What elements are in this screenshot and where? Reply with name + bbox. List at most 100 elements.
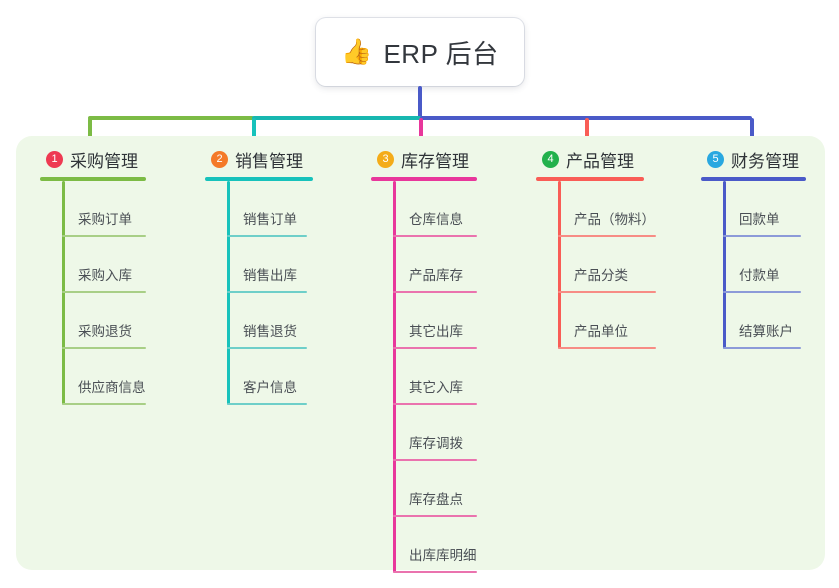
leaf-item[interactable]: 采购入库 bbox=[40, 237, 146, 293]
leaf-item-label: 仓库信息 bbox=[409, 212, 463, 227]
leaf-item-label: 供应商信息 bbox=[78, 380, 146, 395]
column-2: 2 销售管理销售订单销售出库销售退货客户信息 bbox=[205, 146, 313, 405]
column-4: 4 产品管理产品（物料） 产品分类产品单位 bbox=[536, 146, 656, 349]
leaf-item-underline bbox=[393, 291, 477, 293]
column-title-underline bbox=[701, 177, 806, 181]
leaf-item-label: 其它出库 bbox=[409, 324, 463, 339]
leaf-item-underline bbox=[62, 403, 146, 405]
column-1: 1 采购管理采购订单采购入库采购退货供应商信息 bbox=[40, 146, 146, 405]
leaf-item[interactable]: 出库库明细 bbox=[371, 517, 477, 573]
column-5: 5 财务管理回款单付款单结算账户 bbox=[701, 146, 806, 349]
leaf-item[interactable]: 销售订单 bbox=[205, 181, 313, 237]
column-title: 销售管理 bbox=[235, 151, 303, 171]
leaf-item[interactable]: 仓库信息 bbox=[371, 181, 477, 237]
thumbs-up-icon: 👍 bbox=[341, 37, 373, 66]
column-header-1[interactable]: 1 采购管理 bbox=[40, 146, 146, 172]
leaf-item-label: 回款单 bbox=[739, 212, 780, 227]
leaf-item-underline bbox=[227, 235, 307, 237]
column-branch: 仓库信息产品库存其它出库其它入库库存调拨库存盘点出库库明细 bbox=[371, 181, 477, 573]
leaf-item[interactable]: 产品（物料） bbox=[536, 181, 656, 237]
column-title: 财务管理 bbox=[731, 151, 799, 171]
column-header-4[interactable]: 4 产品管理 bbox=[536, 146, 644, 172]
leaf-item[interactable]: 库存盘点 bbox=[371, 461, 477, 517]
leaf-item[interactable]: 客户信息 bbox=[205, 349, 313, 405]
leaf-item-label: 客户信息 bbox=[243, 380, 297, 395]
leaf-item-underline bbox=[393, 459, 477, 461]
leaf-item[interactable]: 库存调拨 bbox=[371, 405, 477, 461]
leaf-item-underline bbox=[227, 291, 307, 293]
leaf-item-label: 付款单 bbox=[739, 268, 780, 283]
number-badge-icon: 1 bbox=[46, 150, 63, 168]
leaf-item[interactable]: 采购订单 bbox=[40, 181, 146, 237]
drop-line-col-1 bbox=[88, 118, 92, 146]
number-badge-icon: 5 bbox=[707, 150, 724, 168]
root-trunk-line bbox=[418, 86, 422, 120]
leaf-item-underline bbox=[723, 291, 801, 293]
column-title-underline bbox=[371, 177, 477, 181]
leaf-item-label: 产品库存 bbox=[409, 268, 463, 283]
column-branch: 回款单付款单结算账户 bbox=[701, 181, 806, 349]
leaf-item[interactable]: 销售退货 bbox=[205, 293, 313, 349]
leaf-item-label: 销售出库 bbox=[243, 268, 297, 283]
leaf-item-underline bbox=[393, 235, 477, 237]
leaf-item-underline bbox=[227, 403, 307, 405]
leaf-item-label: 库存盘点 bbox=[409, 492, 463, 507]
column-title: 库存管理 bbox=[401, 151, 469, 171]
root-node-title: ERP 后台 bbox=[383, 38, 499, 69]
leaf-item-label: 出库库明细 bbox=[409, 548, 477, 563]
leaf-item-label: 采购退货 bbox=[78, 324, 132, 339]
branch-spine-line bbox=[558, 181, 561, 349]
leaf-item[interactable]: 产品单位 bbox=[536, 293, 656, 349]
leaf-item-underline bbox=[227, 347, 307, 349]
leaf-item[interactable]: 其它出库 bbox=[371, 293, 477, 349]
leaf-item-underline bbox=[723, 235, 801, 237]
number-badge-icon: 4 bbox=[542, 150, 559, 168]
leaf-item-label: 产品单位 bbox=[574, 324, 628, 339]
column-branch: 产品（物料） 产品分类产品单位 bbox=[536, 181, 656, 349]
leaf-item-label: 库存调拨 bbox=[409, 436, 463, 451]
column-header-3[interactable]: 3 库存管理 bbox=[371, 146, 477, 172]
leaf-item[interactable]: 产品分类 bbox=[536, 237, 656, 293]
branch-spine-line bbox=[723, 181, 726, 349]
number-badge-icon: 3 bbox=[377, 150, 394, 168]
leaf-item-underline bbox=[62, 291, 146, 293]
column-header-2[interactable]: 2 销售管理 bbox=[205, 146, 313, 172]
column-title: 产品管理 bbox=[566, 151, 634, 171]
leaf-item-underline bbox=[393, 347, 477, 349]
leaf-item[interactable]: 结算账户 bbox=[701, 293, 806, 349]
leaf-item-underline bbox=[393, 571, 477, 573]
leaf-item[interactable]: 回款单 bbox=[701, 181, 806, 237]
column-title: 采购管理 bbox=[70, 151, 138, 171]
number-badge-icon: 2 bbox=[211, 150, 228, 168]
leaf-item-label: 采购订单 bbox=[78, 212, 132, 227]
drop-line-col-4 bbox=[585, 118, 589, 146]
leaf-item-label: 其它入库 bbox=[409, 380, 463, 395]
column-branch: 销售订单销售出库销售退货客户信息 bbox=[205, 181, 313, 405]
column-3: 3 库存管理仓库信息产品库存其它出库其它入库库存调拨库存盘点出库库明细 bbox=[371, 146, 477, 573]
leaf-item-underline bbox=[558, 235, 656, 237]
leaf-item[interactable]: 采购退货 bbox=[40, 293, 146, 349]
leaf-item-underline bbox=[723, 347, 801, 349]
drop-line-col-3 bbox=[419, 118, 423, 146]
leaf-item-label: 销售退货 bbox=[243, 324, 297, 339]
leaf-item-label: 产品分类 bbox=[574, 268, 628, 283]
leaf-item-label: 产品（物料） bbox=[574, 212, 655, 227]
leaf-item-label: 采购入库 bbox=[78, 268, 132, 283]
drop-line-col-5 bbox=[750, 118, 754, 146]
leaf-item[interactable]: 付款单 bbox=[701, 237, 806, 293]
branch-spine-line bbox=[393, 181, 396, 573]
root-node-card[interactable]: 👍 ERP 后台 bbox=[316, 18, 524, 86]
leaf-item-underline bbox=[62, 347, 146, 349]
drop-line-col-2 bbox=[252, 118, 256, 146]
column-title-underline bbox=[205, 177, 313, 181]
leaf-item[interactable]: 销售出库 bbox=[205, 237, 313, 293]
column-header-5[interactable]: 5 财务管理 bbox=[701, 146, 806, 172]
column-branch: 采购订单采购入库采购退货供应商信息 bbox=[40, 181, 146, 405]
leaf-item-underline bbox=[62, 235, 146, 237]
leaf-item[interactable]: 其它入库 bbox=[371, 349, 477, 405]
leaf-item[interactable]: 供应商信息 bbox=[40, 349, 146, 405]
leaf-item[interactable]: 产品库存 bbox=[371, 237, 477, 293]
leaf-item-underline bbox=[393, 403, 477, 405]
branch-spine-line bbox=[227, 181, 230, 405]
